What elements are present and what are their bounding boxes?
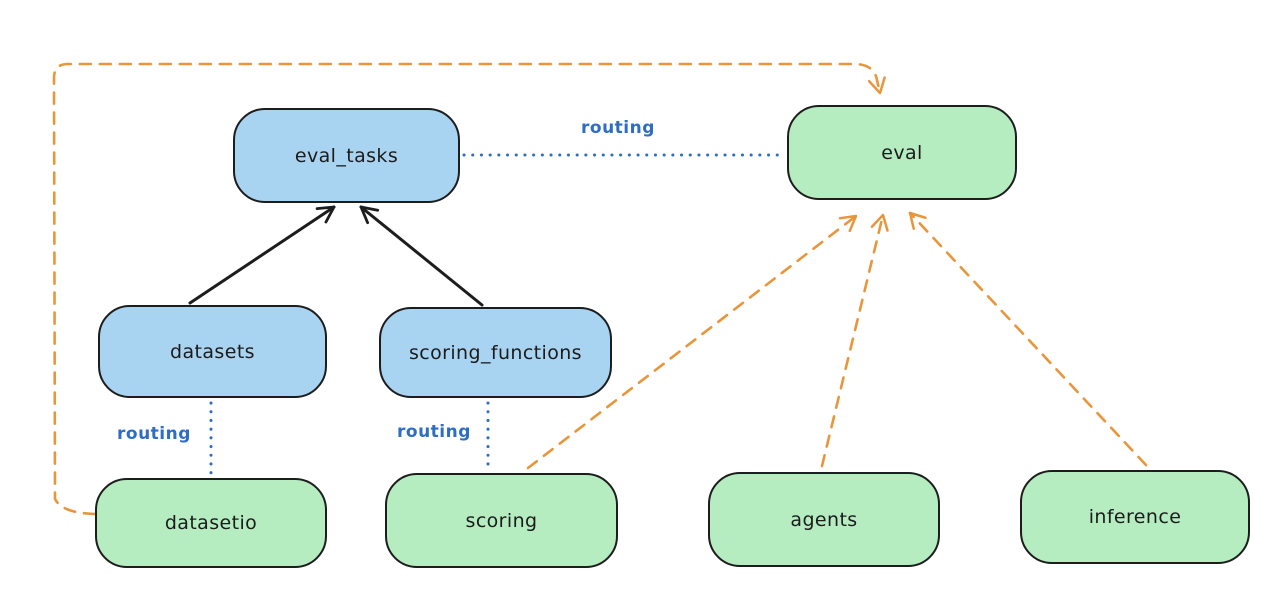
node-inference: inference — [1020, 470, 1250, 564]
node-eval-tasks-label: eval_tasks — [294, 144, 399, 167]
node-datasets-label: datasets — [170, 340, 255, 363]
edge-datasetio-to-eval — [52, 62, 886, 516]
node-scoring: scoring — [385, 473, 618, 568]
edge-datasets-to-eval-tasks — [188, 205, 336, 305]
node-agents-label: agents — [790, 508, 858, 531]
edge-label-routing-scoring-functions-scoring: routing — [397, 422, 471, 442]
node-inference-label: inference — [1088, 506, 1182, 528]
edge-scoring-to-eval — [526, 214, 858, 470]
node-datasetio: datasetio — [95, 478, 327, 568]
node-eval: eval — [787, 105, 1017, 200]
node-agents: agents — [708, 472, 940, 567]
node-eval-tasks: eval_tasks — [233, 108, 460, 203]
node-scoring-functions-label: scoring_functions — [409, 341, 582, 364]
edge-label-routing-eval-tasks-eval: routing — [581, 118, 655, 138]
node-datasets: datasets — [98, 305, 327, 398]
node-scoring-label: scoring — [465, 509, 538, 532]
edge-scoring-functions-to-eval-tasks — [359, 205, 484, 307]
edge-agents-to-eval — [820, 213, 889, 468]
edge-inference-to-eval — [908, 211, 1148, 467]
node-datasetio-label: datasetio — [164, 512, 258, 534]
node-scoring-functions: scoring_functions — [379, 307, 612, 398]
edge-label-routing-datasets-datasetio: routing — [117, 424, 191, 444]
node-eval-label: eval — [881, 141, 923, 164]
